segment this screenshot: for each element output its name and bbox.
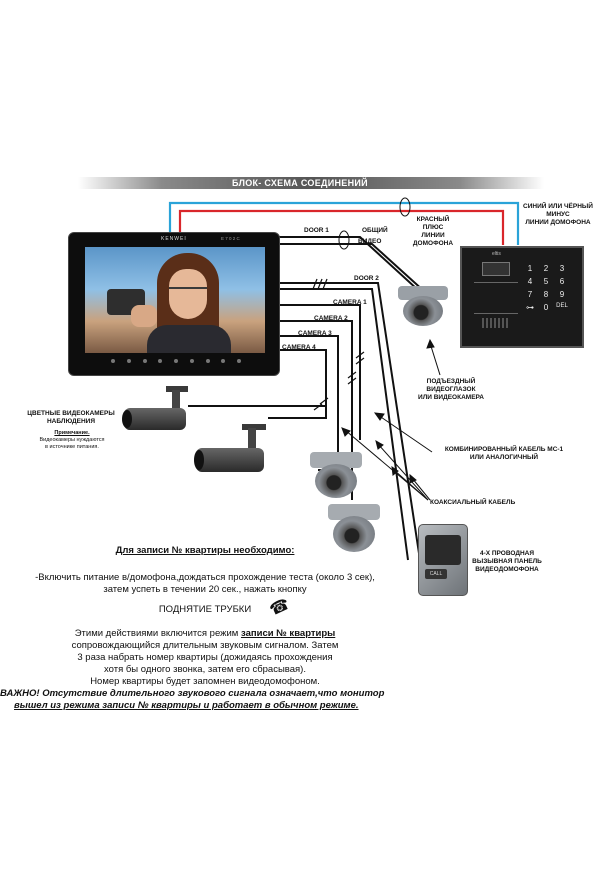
keypad-key[interactable]: 4 xyxy=(527,277,533,286)
dome-camera xyxy=(310,452,362,500)
instructions-p2-line2: сопровождающийся длительным звуковым сиг… xyxy=(71,640,339,651)
wire-label-camera2: CAMERA 2 xyxy=(314,315,348,322)
door1-video-wire xyxy=(276,243,426,293)
instructions-p2-line5: Номер квартиры будет запомнен видеодомоф… xyxy=(90,676,320,687)
blue-minus-callout: СИНИЙ или ЧЁРНЫЙ МИНУС ЛИНИИ ДОМОФОНА xyxy=(523,203,593,226)
person-glasses xyxy=(169,287,207,295)
video-monitor: KENWEI E 7 0 2 C xyxy=(68,232,280,376)
monitor-button[interactable] xyxy=(221,359,226,363)
wire-label-camera1: CAMERA 1 xyxy=(333,299,367,306)
cameras-note: Примечание. Видеокамеры нуждаются в исто… xyxy=(39,430,105,450)
keypad-key[interactable]: DEL xyxy=(556,303,568,309)
warning-line2: вышел из режима записи № квартиры и рабо… xyxy=(14,700,359,711)
bullet-camera xyxy=(122,386,194,438)
monitor-button[interactable] xyxy=(142,359,147,363)
monitor-button[interactable] xyxy=(189,359,194,363)
camera1-wire xyxy=(276,304,361,440)
keypad-display xyxy=(482,262,510,276)
keypad-grille xyxy=(482,318,508,328)
keypad-key[interactable]: ⊶ xyxy=(526,303,534,312)
monitor-model: E 7 0 2 C xyxy=(221,236,240,241)
monitor-brand: KENWEI xyxy=(161,236,187,242)
instructions-p2-line3: 3 раза набрать номер квартиры (дожидаясь… xyxy=(77,652,333,663)
person-face xyxy=(169,269,207,319)
monitor-button[interactable] xyxy=(205,359,210,363)
camera2-wire xyxy=(276,320,353,500)
monitor-button[interactable] xyxy=(237,359,241,363)
entrance-dome-camera xyxy=(398,286,448,328)
title-bar xyxy=(78,177,544,189)
monitor-button[interactable] xyxy=(126,359,131,363)
monitor-screen xyxy=(85,247,265,353)
call-button[interactable]: CALL xyxy=(425,569,447,579)
keypad-info-lines xyxy=(474,282,518,314)
monitor-button[interactable] xyxy=(111,359,115,363)
wire-label-camera4: CAMERA 4 xyxy=(282,344,316,351)
red-plus-wire xyxy=(178,209,505,245)
keypad-brand: eltis xyxy=(492,251,501,257)
camera3-wire xyxy=(276,335,339,471)
handset-label: ПОДНЯТИЕ ТРУБКИ xyxy=(158,604,252,615)
blue-minus-wire xyxy=(168,201,520,245)
instructions-p2-line4: хотя бы одного звонка, затем его сбрасыв… xyxy=(104,664,306,675)
coax-cable-callout: КОАКСИАЛЬНЫЙ КАБЕЛЬ xyxy=(430,499,516,506)
instructions-step1-line2: затем успеть в течении 20 сек., нажать к… xyxy=(103,584,307,595)
instructions-heading: Для записи № квартиры необходимо: xyxy=(115,545,295,556)
keypad-key[interactable]: 3 xyxy=(559,264,565,273)
wire-loop-marker xyxy=(399,197,411,217)
keypad-key[interactable]: 2 xyxy=(543,264,549,273)
warning-line1: ВАЖНО! Отсутствие длительного звукового … xyxy=(0,688,385,699)
wire-loop-marker xyxy=(338,230,350,250)
camera-extra-wire xyxy=(268,406,327,419)
call-panel-callout: 4-Х ПРОВОДНАЯ ВЫЗЫВНАЯ ПАНЕЛЬ ВИДЕОДОМОФ… xyxy=(472,550,542,573)
wire-label-common: ОБЩИЙ xyxy=(362,227,388,234)
bullet-camera xyxy=(194,424,274,480)
person-body xyxy=(147,325,231,353)
keypad-keys: 1 2 3 4 5 6 7 8 9 ⊶ 0 DEL xyxy=(522,264,572,312)
door1-wire xyxy=(276,236,419,291)
wire-label-door2: DOOR 2 xyxy=(354,275,379,282)
keypad-key[interactable]: 6 xyxy=(559,277,565,286)
entrance-camera-callout: ПОДЪЕЗДНЫЙ ВИДЕОГЛАЗОК ИЛИ ВИДЕОКАМЕРА xyxy=(418,378,484,401)
instructions-p2-line1: Этими действиями включится режим записи … xyxy=(74,628,336,639)
camera4-wire xyxy=(188,349,327,407)
monitor-button[interactable] xyxy=(174,359,178,363)
door2-wire xyxy=(276,282,421,561)
monitor-buttons xyxy=(111,359,241,365)
combined-cable-callout: КОМБИНИРОВАННЫЙ КАБЕЛЬ МС-1 ИЛИ АНАЛОГИЧ… xyxy=(444,446,564,461)
keypad-key[interactable]: 7 xyxy=(527,290,533,299)
diagram-title: БЛОК- СХЕМА СОЕДИНЕНИЙ xyxy=(232,178,368,188)
pistol-hand xyxy=(131,305,157,327)
dome-camera xyxy=(328,504,380,554)
keypad-key[interactable]: 8 xyxy=(543,290,549,299)
wire-label-door1: DOOR 1 xyxy=(304,227,329,234)
wire-label-camera3: CAMERA 3 xyxy=(298,330,332,337)
outdoor-call-panel: CALL xyxy=(418,524,468,596)
keypad-key[interactable]: 5 xyxy=(543,277,549,286)
intercom-keypad-panel: eltis 1 2 3 4 5 6 7 8 9 ⊶ 0 DEL xyxy=(460,246,584,348)
wire-label-video: ВИДЕО xyxy=(358,238,382,245)
monitor-button[interactable] xyxy=(158,359,163,363)
color-cameras-callout: ЦВЕТНЫЕ ВИДЕОКАМЕРЫ НАБЛЮДЕНИЯ xyxy=(27,410,115,425)
keypad-key[interactable]: 0 xyxy=(543,303,549,312)
red-plus-callout: КРАСНЫЙ ПЛЮС ЛИНИИ ДОМОФОНА xyxy=(412,216,454,247)
instructions-step1-line1: -Включить питание в/домофона,дождаться п… xyxy=(35,572,375,583)
keypad-key[interactable]: 1 xyxy=(527,264,533,273)
keypad-key[interactable]: 9 xyxy=(559,290,565,299)
